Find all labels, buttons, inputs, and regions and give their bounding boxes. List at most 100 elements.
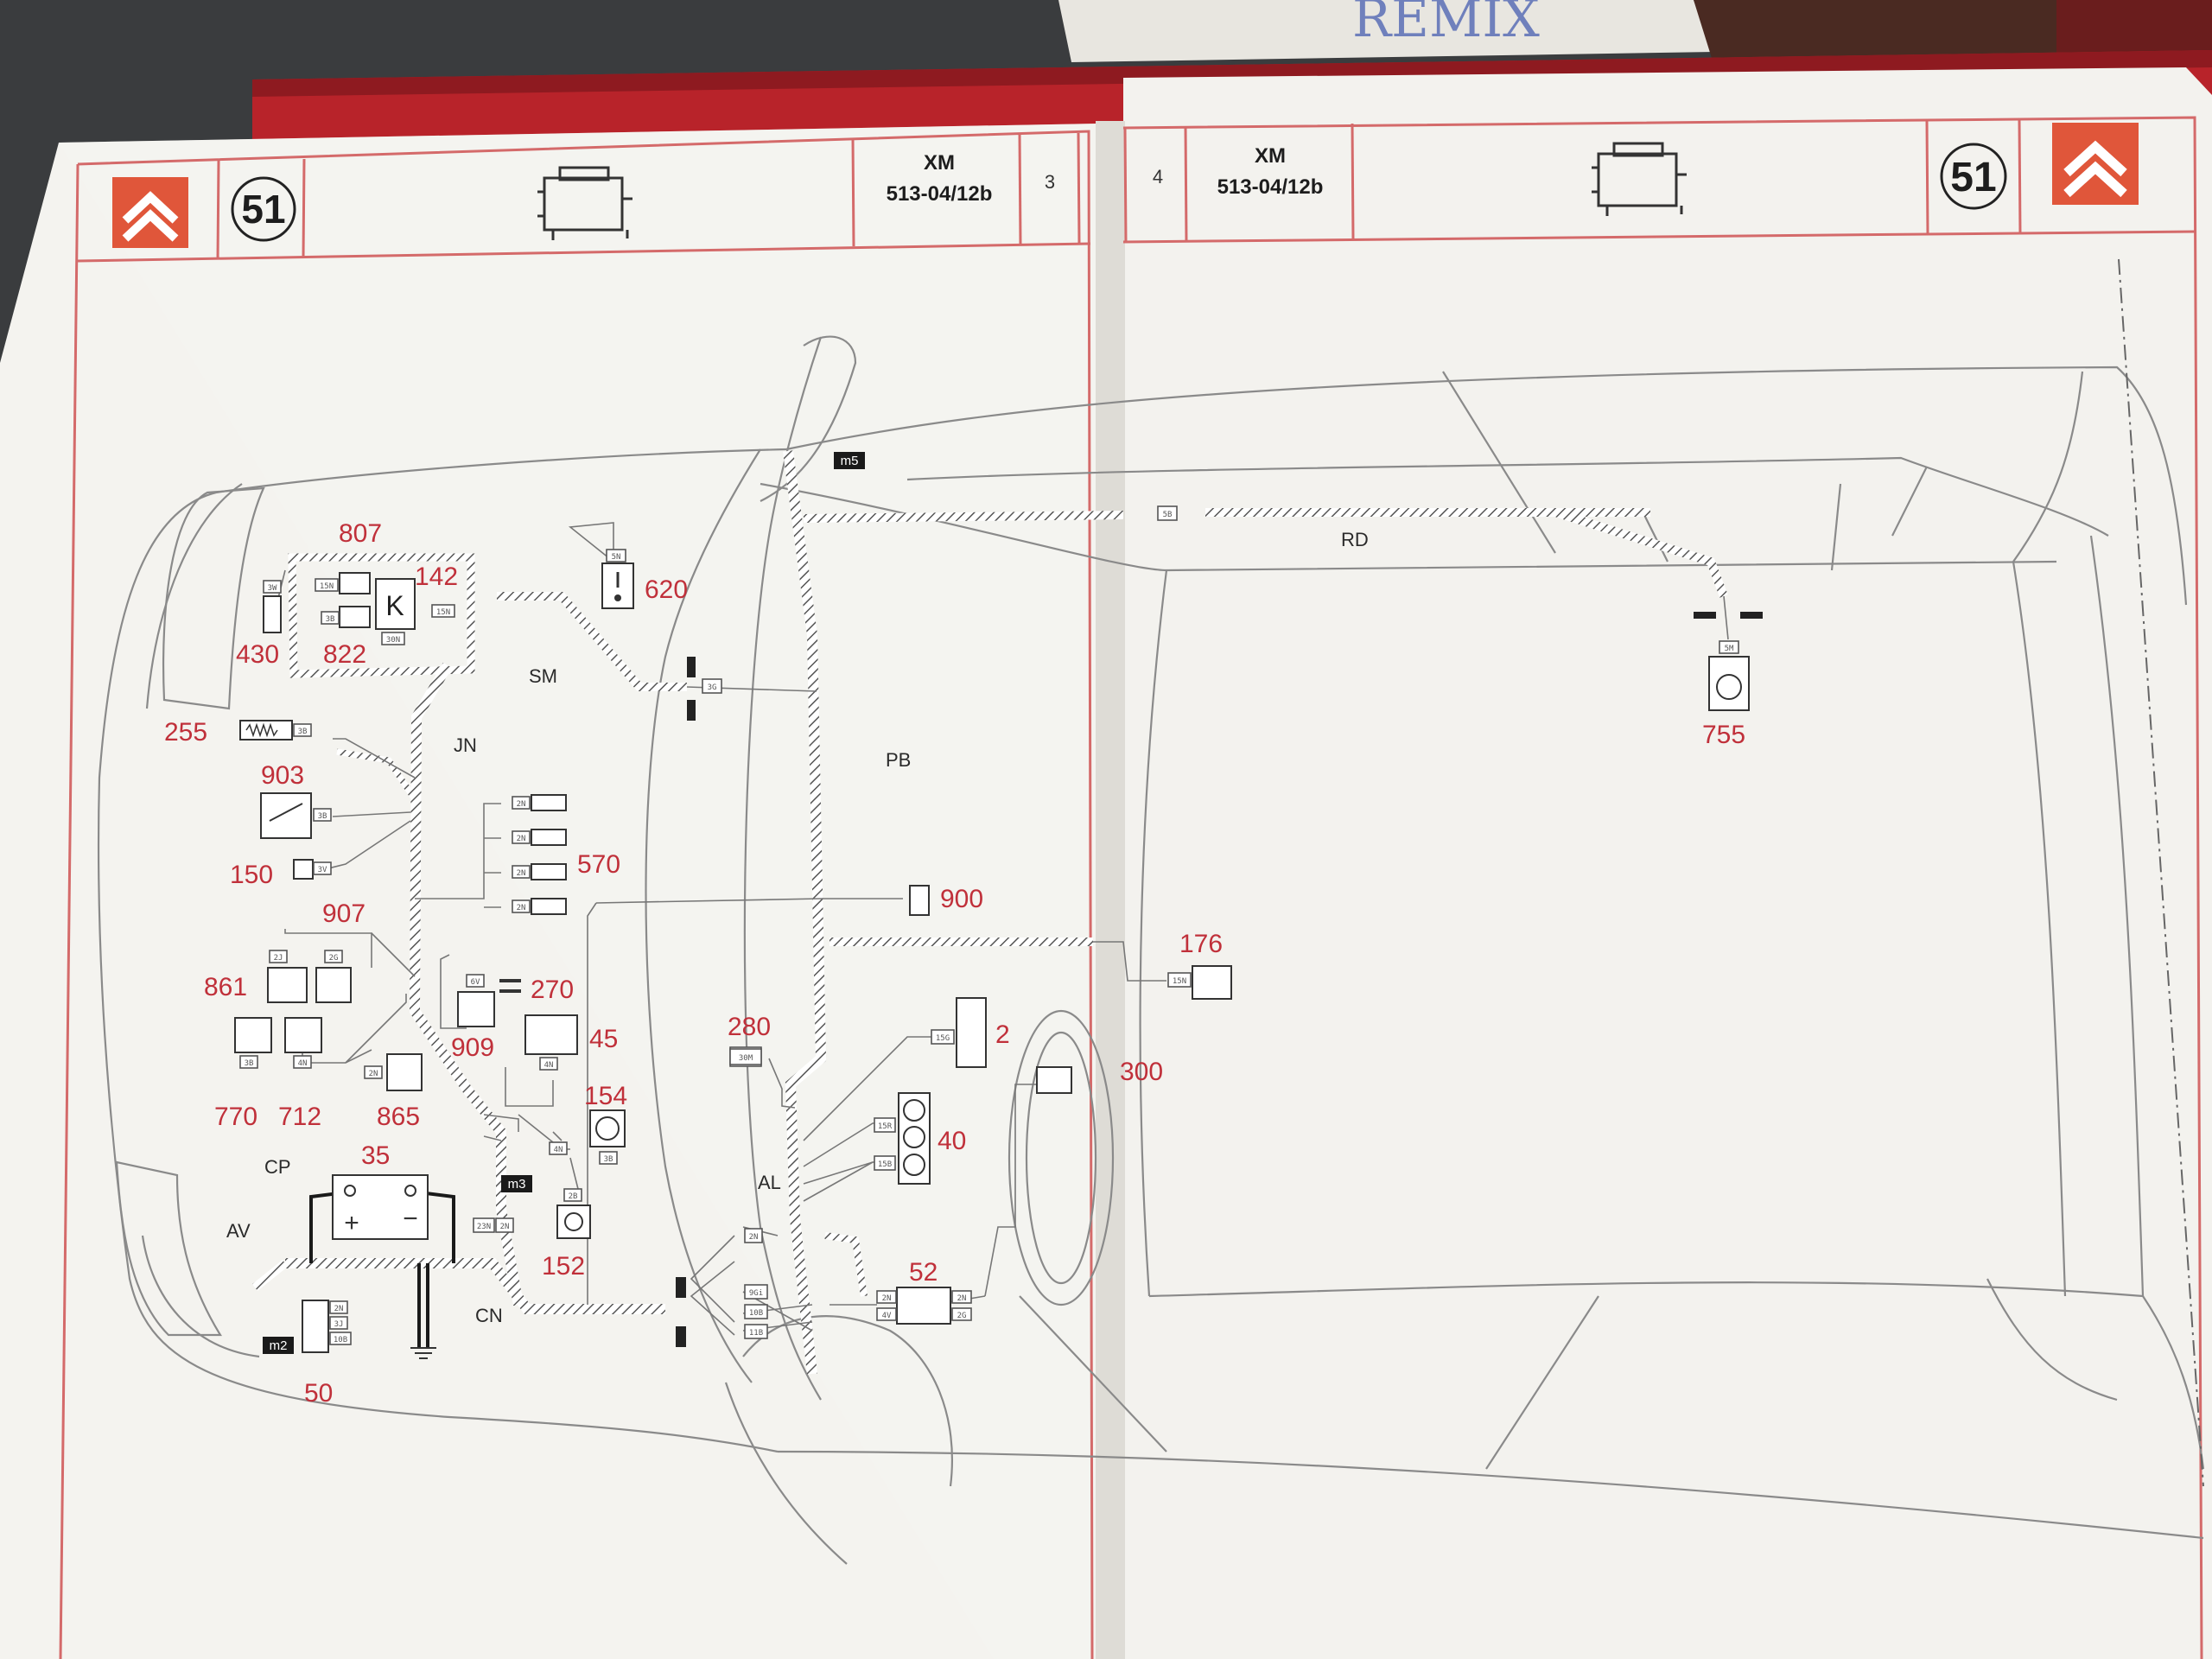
car-outline (97, 258, 2205, 1565)
connector-tag: 6V (466, 974, 485, 988)
svg-text:15N: 15N (320, 582, 334, 591)
svg-text:3J: 3J (334, 1320, 344, 1329)
connector-tag: 2N (495, 1217, 514, 1233)
svg-text:2J: 2J (274, 954, 283, 963)
svg-text:2N: 2N (517, 835, 526, 843)
connector-tag: 15G (931, 1029, 955, 1045)
harness-labels: JN SM PB RD CP AV CN AL (226, 529, 1369, 1326)
left-page (0, 124, 1103, 1659)
connector-tag: 3B (321, 611, 340, 625)
model-left: XM (924, 151, 955, 175)
svg-text:30N: 30N (386, 636, 400, 645)
comp-2-symbol (956, 997, 987, 1068)
svg-text:3G: 3G (708, 683, 717, 692)
citroen-logo-left (112, 177, 188, 248)
svg-text:5M: 5M (1725, 645, 1734, 653)
earth-m2-label: m2 (270, 1338, 288, 1353)
right-page (1096, 67, 2212, 1659)
component-symbols: K (234, 563, 1763, 1353)
earth-point-tags: m5 m3 m2 (263, 452, 865, 1354)
earth-m2-tag (263, 1337, 294, 1354)
component-label: 52 (909, 1258, 938, 1287)
component-label: 865 (377, 1103, 420, 1131)
component-label: 150 (230, 861, 273, 889)
connector-tag: 23N (473, 1217, 495, 1233)
component-label: 770 (214, 1103, 257, 1131)
comp-755-symbol (1708, 656, 1750, 711)
connector-tag: 15R (874, 1117, 896, 1133)
svg-text:4N: 4N (554, 1146, 563, 1154)
component-label: 807 (339, 519, 382, 548)
component-numbers: 807 142 430 822 620 255 903 150 570 900 … (164, 519, 1745, 1408)
connector-tag: 2N (512, 830, 531, 844)
svg-text:4N: 4N (544, 1061, 554, 1070)
connector-tag: 2G (951, 1307, 972, 1321)
harness-runs (251, 450, 1728, 1375)
component-label: 822 (323, 640, 366, 669)
svg-text:15N: 15N (1173, 977, 1186, 986)
svg-text:3B: 3B (604, 1155, 613, 1164)
comp-52-symbol (896, 1287, 951, 1325)
connector-tag: 9Gi (744, 1284, 768, 1300)
comp-255-symbol (239, 720, 293, 741)
svg-text:15G: 15G (936, 1034, 950, 1043)
component-label: 909 (451, 1033, 494, 1062)
connector-tag: 3V (313, 861, 332, 875)
connector-tag: 2N (876, 1290, 897, 1304)
connector-codes: 5N 3W 15N 3B 15N 30N 3G 5B 5M 3B 3B 3V 2… (239, 505, 1739, 1345)
connector-tag: 15N (431, 604, 455, 618)
svg-text:23N: 23N (477, 1223, 491, 1231)
steering-wheel (1007, 1009, 1115, 1306)
connector-tag: 5M (1719, 640, 1739, 654)
connector-tag: 4N (293, 1055, 312, 1069)
page-frame (59, 116, 2203, 1659)
connector-tag: 4V (876, 1307, 897, 1321)
thin-wires (276, 522, 1729, 1336)
earth-m5-label: m5 (841, 454, 859, 468)
harness-rd-label: RD (1341, 529, 1369, 550)
svg-text:4V: 4V (882, 1312, 892, 1320)
harness-cn-label: CN (475, 1305, 503, 1326)
component-label: 861 (204, 973, 247, 1001)
page-number-right: 4 (1153, 166, 1163, 188)
svg-text:3B: 3B (245, 1059, 254, 1068)
svg-text:10B: 10B (749, 1309, 763, 1318)
component-label: 430 (236, 640, 279, 669)
svg-text:15R: 15R (878, 1122, 893, 1131)
svg-text:6V: 6V (471, 978, 480, 987)
connector-tag: 2N (512, 899, 531, 913)
component-label: 35 (361, 1141, 390, 1170)
comp-900-symbol (909, 885, 930, 916)
battery-plus: + (344, 1209, 359, 1237)
earth-m5-tag (834, 452, 865, 469)
connector-tag: 2N (512, 796, 531, 810)
connector-tag: 15B (874, 1155, 896, 1171)
engine-icon (1592, 142, 1687, 216)
section-circle-right (1940, 143, 2007, 210)
svg-text:2G: 2G (329, 954, 339, 963)
connector-tag: 2N (951, 1290, 972, 1304)
section-number-left: 51 (241, 187, 285, 232)
battery-minus: − (403, 1205, 418, 1233)
component-label: 907 (322, 899, 365, 928)
component-label: 154 (584, 1082, 627, 1110)
component-label: 570 (577, 850, 620, 879)
svg-text:2N: 2N (957, 1294, 967, 1303)
connector-tag: 10B (329, 1332, 352, 1345)
component-label: 45 (589, 1025, 618, 1053)
svg-text:2N: 2N (369, 1070, 378, 1078)
handwritten-note: REMIX (1352, 0, 1540, 49)
component-label: 755 (1702, 721, 1745, 749)
svg-text:2G: 2G (957, 1312, 967, 1320)
connector-tag: 2J (269, 950, 288, 963)
svg-text:5N: 5N (612, 553, 621, 562)
connector-tag: 3J (329, 1316, 348, 1330)
harness-pb-label: PB (886, 749, 911, 771)
relay-k-letter: K (385, 590, 404, 621)
connector-tag: 10B (744, 1304, 768, 1319)
header-left: 51 XM 513-04/12b 3 (112, 151, 1055, 248)
comp-176-symbol (1192, 965, 1232, 1000)
svg-text:3B: 3B (318, 812, 327, 821)
ground-symbols (410, 1347, 436, 1359)
